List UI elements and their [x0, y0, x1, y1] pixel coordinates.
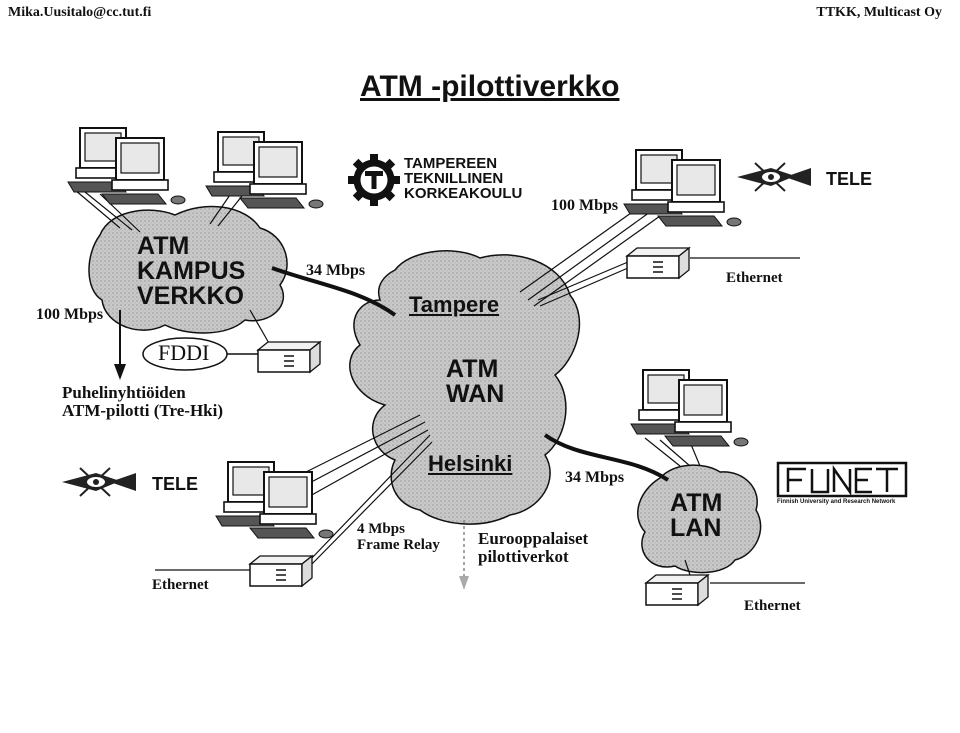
funet-logo — [776, 461, 908, 498]
ethernet-label-left: Ethernet — [152, 577, 209, 593]
ethernet-label-bottom: Ethernet — [744, 598, 801, 614]
tele-label-bottom: TELE — [152, 474, 199, 494]
link-label-campus-100: 100 Mbps — [36, 306, 104, 323]
fddi-label: FDDI — [158, 340, 210, 365]
european-pilot-line1: Eurooppalaiset — [478, 529, 589, 548]
header-organization: TTKK, Multicast Oy — [816, 5, 942, 20]
wan-label-line1: ATM — [446, 355, 499, 383]
link-label-wan-lan: 34 Mbps — [565, 469, 625, 486]
campus-label-line3: VERKKO — [137, 282, 244, 310]
connection-lines — [74, 189, 805, 584]
wan-cloud — [349, 250, 581, 525]
phone-pilot-line1: Puhelinyhtiöiden — [62, 383, 186, 402]
tele-logo-bottom — [61, 467, 137, 497]
wan-label-line2: WAN — [446, 380, 505, 408]
university-name-line1: TAMPEREEN — [404, 155, 498, 172]
ethernet-label-top: Ethernet — [726, 270, 783, 286]
wan-city-tampere: Tampere — [409, 292, 500, 317]
campus-label-line2: KAMPUS — [137, 257, 246, 285]
link-label-tele-100: 100 Mbps — [551, 197, 619, 214]
tele-logo-top — [736, 162, 812, 192]
university-name-line2: TEKNILLINEN — [404, 170, 504, 187]
lan-label-line2: LAN — [670, 514, 722, 542]
campus-label-line1: ATM — [137, 232, 190, 260]
link-label-frame-relay: Frame Relay — [357, 537, 440, 553]
university-name-line3: KORKEAKOULU — [404, 185, 523, 202]
header-email: Mika.Uusitalo@cc.tut.fi — [8, 5, 152, 20]
campus-cloud — [88, 205, 288, 334]
link-label-campus-wan: 34 Mbps — [306, 262, 366, 279]
link-label-frame-relay-speed: 4 Mbps — [357, 521, 405, 537]
european-pilot-line2: pilottiverkot — [478, 547, 569, 566]
tele-label-top: TELE — [826, 169, 873, 189]
lan-label-line1: ATM — [670, 489, 723, 517]
lan-cloud — [637, 464, 762, 574]
link-wan-lan — [543, 433, 670, 482]
page-title: ATM -pilottiverkko — [360, 70, 620, 103]
funet-tagline: Finnish University and Research Network — [777, 499, 896, 505]
phone-pilot-line2: ATM-pilotti (Tre-Hki) — [62, 401, 224, 420]
university-gear-logo — [348, 154, 400, 206]
link-campus-wan — [271, 266, 397, 317]
wan-city-helsinki: Helsinki — [428, 451, 513, 476]
